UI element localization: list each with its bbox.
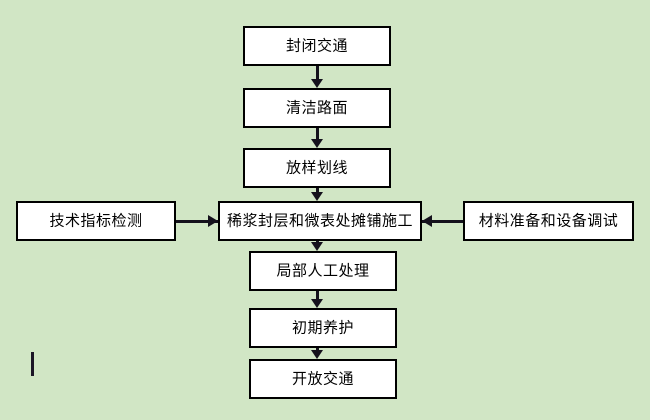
node-manual-treatment[interactable]: 局部人工处理 [249,251,397,291]
arrow-head-right-icon [208,215,218,227]
node-label: 技术指标检测 [49,211,143,229]
arrow-head-down-icon [311,79,323,88]
arrow-head-left-icon [422,215,432,227]
arrow-head-down-icon [311,299,323,308]
node-label: 开放交通 [291,369,354,387]
node-material-prep[interactable]: 材料准备和设备调试 [463,201,634,241]
arrow-test-to-main [176,215,218,228]
arrow-shaft [176,220,218,223]
arrow-head-down-icon [311,192,323,201]
arrow-shaft [316,188,319,193]
node-open-traffic[interactable]: 开放交通 [249,359,397,399]
arrow-main-to-manual [311,241,324,251]
arrow-survey-to-main [311,188,324,201]
arrow-head-down-icon [311,350,323,359]
arrow-shaft [316,128,319,140]
arrow-shaft [316,291,319,300]
node-label: 局部人工处理 [276,261,370,279]
node-label: 稀浆封层和微表处摊铺施工 [226,211,413,229]
arrow-close-to-clean [311,66,324,88]
arrow-head-down-icon [311,242,323,251]
node-initial-curing[interactable]: 初期养护 [249,308,397,348]
arrow-head-down-icon [311,139,323,148]
arrow-material-to-main [422,215,463,228]
node-label: 材料准备和设备调试 [478,211,619,229]
node-label: 放样划线 [285,158,348,176]
node-label: 封闭交通 [285,36,348,54]
node-main-paving[interactable]: 稀浆封层和微表处摊铺施工 [218,201,422,241]
node-close-traffic[interactable]: 封闭交通 [243,26,391,66]
arrow-manual-to-curing [311,291,324,308]
arrow-shaft [316,66,319,80]
arrow-shaft [422,220,463,223]
node-label: 清洁路面 [285,98,348,116]
text-caret-mark [31,352,34,376]
node-label: 初期养护 [291,318,354,336]
arrow-shaft [316,348,319,351]
arrow-curing-to-open [311,348,324,359]
node-tech-index-test[interactable]: 技术指标检测 [16,201,176,241]
node-survey-marking[interactable]: 放样划线 [243,148,391,188]
node-clean-road[interactable]: 清洁路面 [243,88,391,128]
arrow-clean-to-survey [311,128,324,148]
